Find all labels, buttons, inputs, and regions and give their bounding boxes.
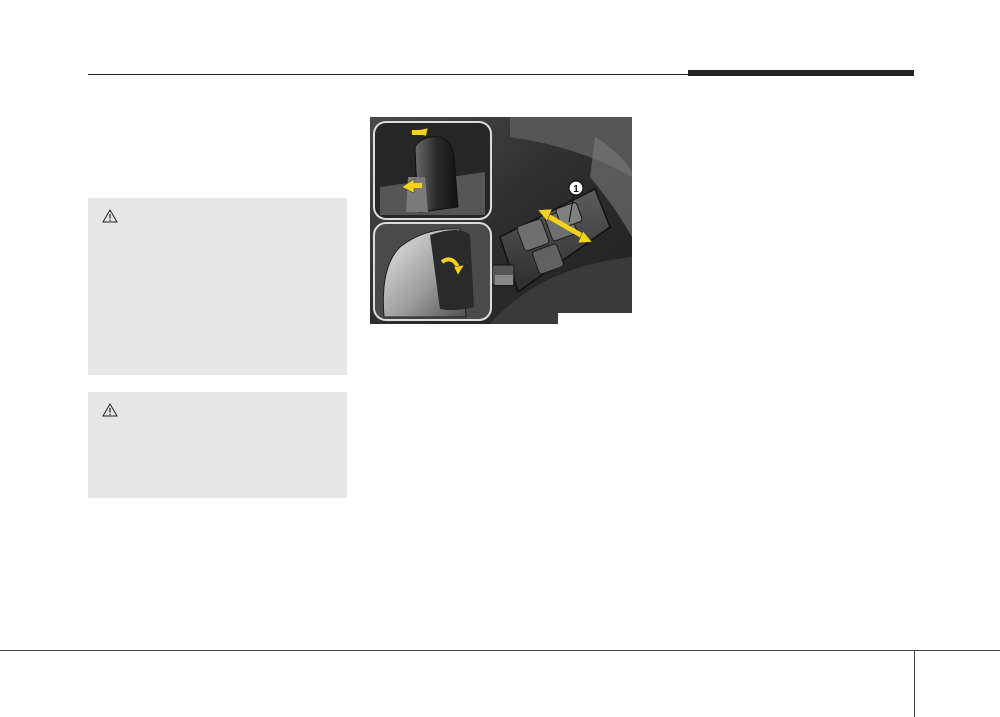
inset-side-mirror [373, 222, 492, 321]
figure-illustration: 1 [370, 117, 632, 324]
callout-marker [568, 180, 584, 196]
section-tab-bar [688, 70, 914, 76]
warning-notice-1 [88, 198, 347, 375]
warning-notice-2 [88, 392, 347, 498]
header-rule [88, 74, 914, 75]
mirror-control-figure: 1 [370, 117, 632, 324]
warning-triangle-icon [102, 209, 118, 223]
inset-gear-selector [373, 121, 492, 220]
callout-number: 1 [573, 184, 579, 195]
footer-rule [0, 650, 1000, 651]
footer-divider [914, 650, 915, 717]
warning-triangle-icon [102, 403, 118, 417]
yellow-double-arrow-icon [537, 208, 593, 244]
